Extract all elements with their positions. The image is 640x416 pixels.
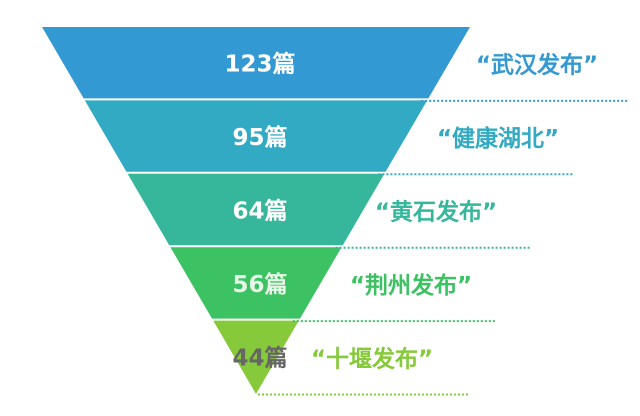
funnel-value-label: 64篇 [232, 198, 287, 225]
leader-lines [258, 99, 628, 396]
funnel-category-label: “健康湖北” [437, 125, 559, 152]
funnel-segment [127, 173, 385, 246]
funnel-category-label: “黄石发布” [375, 199, 497, 226]
funnel-segments [42, 27, 470, 394]
funnel-value-label: 123篇 [224, 51, 295, 78]
funnel-category-label: “十堰发布” [311, 345, 433, 372]
funnel-category-label: “武汉发布” [476, 52, 598, 79]
funnel-value-label: 44篇 [232, 344, 287, 371]
funnel-labels: 123篇 “武汉发布” 95篇 “健康湖北” 64篇 “黄石发布” 56篇 “荆州发布” 44篇… [224, 51, 598, 373]
funnel-segment [42, 27, 470, 99]
funnel-segment [84, 100, 428, 172]
funnel-segment [170, 247, 342, 319]
funnel-value-label: 95篇 [232, 124, 287, 151]
funnel-segment [213, 320, 299, 394]
funnel-value-label: 56篇 [232, 271, 287, 298]
funnel-category-label: “荆州发布” [350, 272, 472, 299]
